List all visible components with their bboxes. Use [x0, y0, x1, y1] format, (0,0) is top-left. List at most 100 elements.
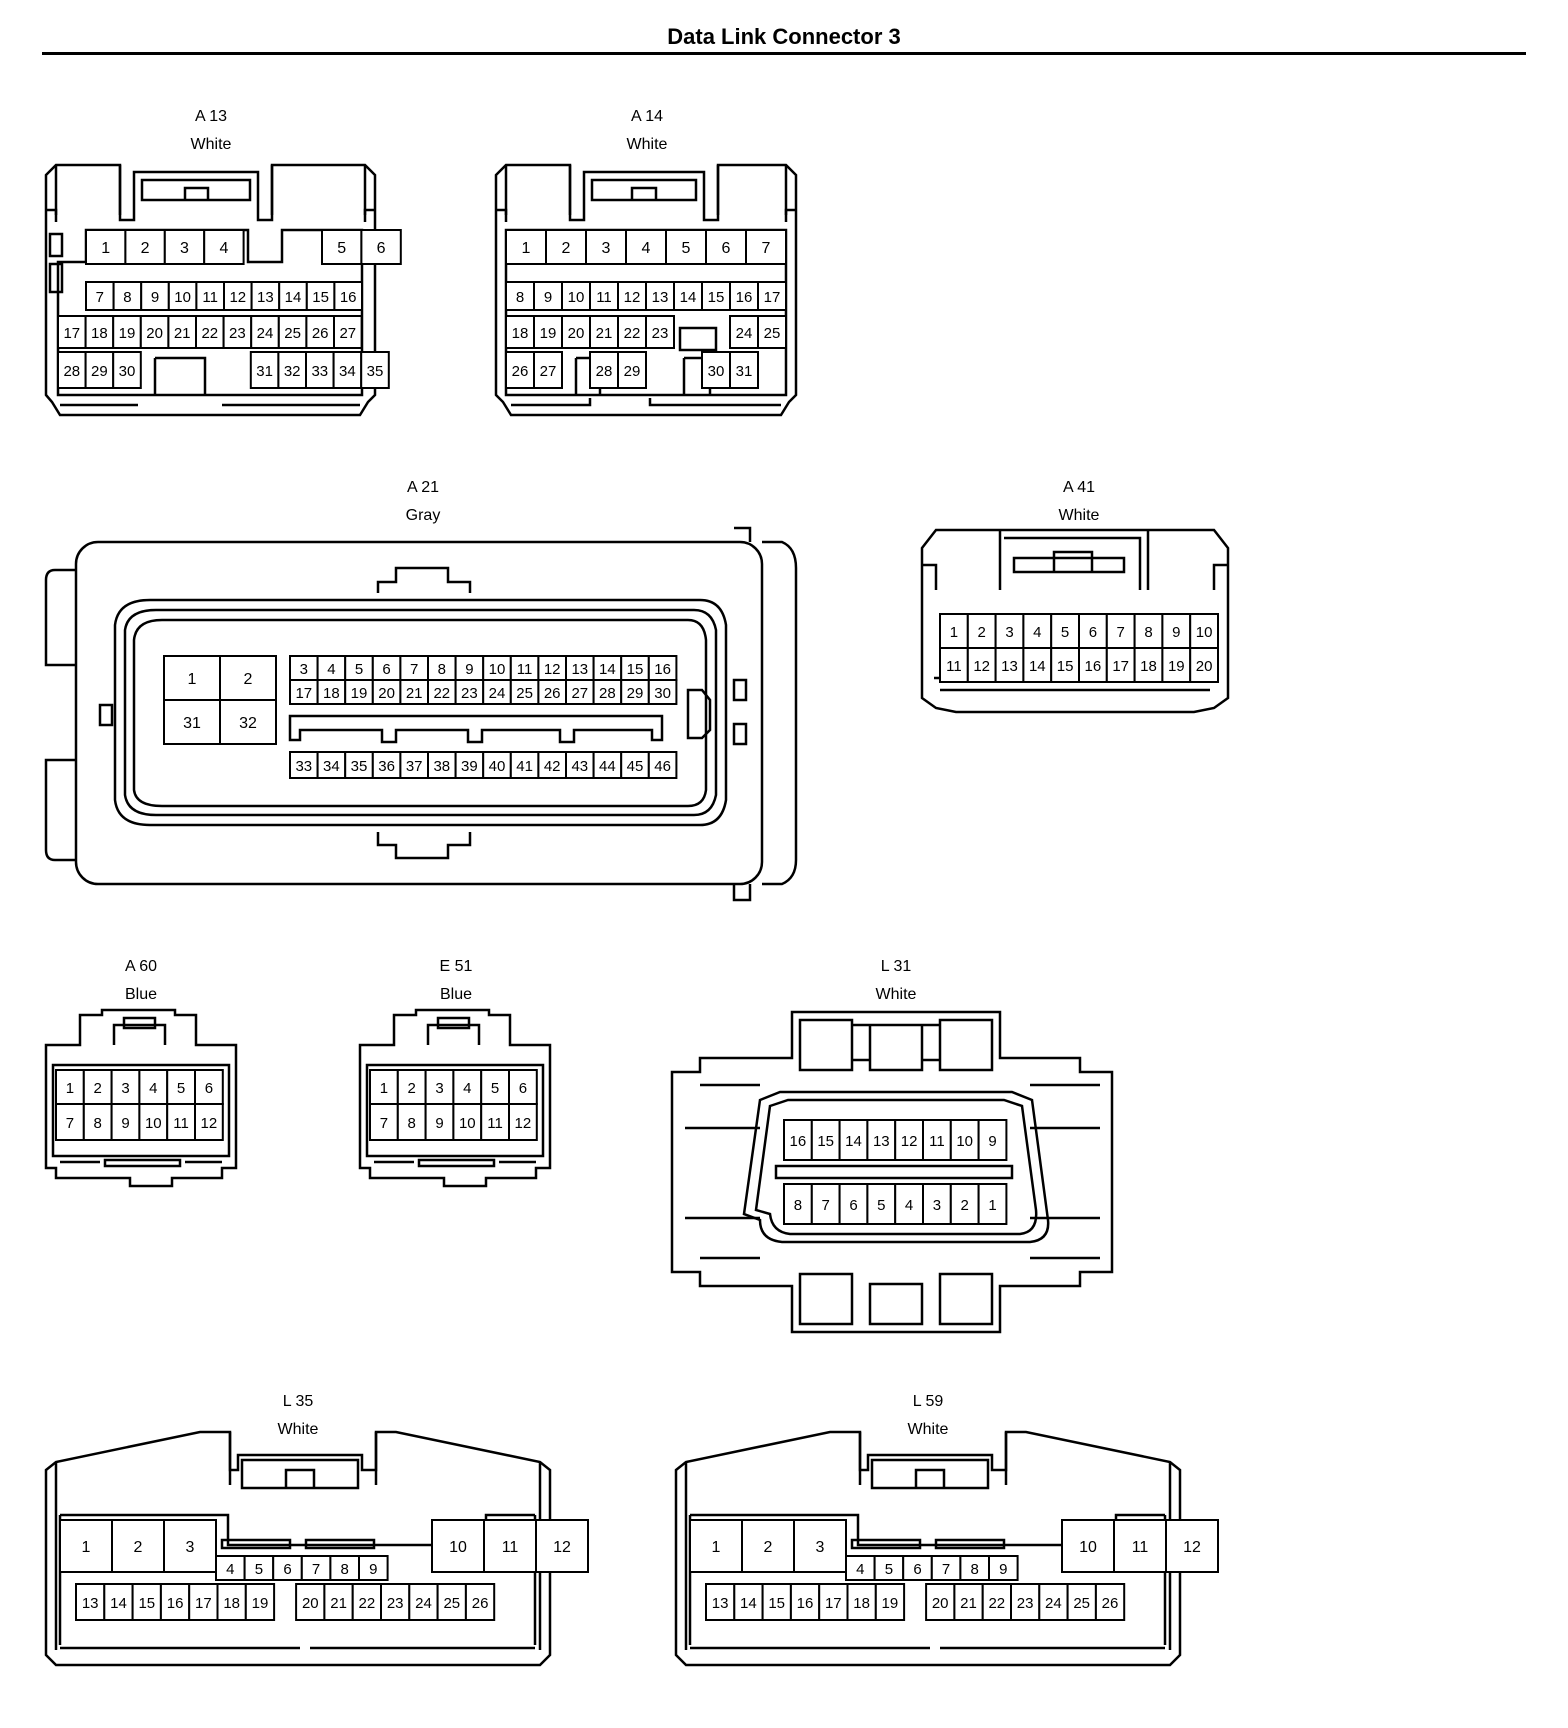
pin-cell — [139, 315, 170, 349]
pin-number: 17 — [1112, 658, 1129, 675]
pin-number: 29 — [624, 363, 641, 380]
pin-number: 18 — [853, 1595, 870, 1612]
pin-number: 18 — [223, 1595, 240, 1612]
pin-cell — [647, 655, 678, 681]
pin-number: 17 — [195, 1595, 212, 1612]
pin-cell — [537, 751, 568, 779]
pin-number: 21 — [174, 325, 191, 342]
connector-l31-body — [670, 1010, 1114, 1334]
l31-code: L 31 — [881, 958, 912, 975]
pin-number: 10 — [145, 1115, 162, 1132]
pin-number: 4 — [642, 240, 651, 257]
pin-number: 45 — [627, 758, 644, 775]
pin-number: 2 — [244, 671, 253, 688]
pin-cell — [321, 229, 363, 265]
pin-number: 25 — [516, 685, 533, 702]
pin-number: 13 — [1001, 658, 1018, 675]
pin-number: 30 — [708, 363, 725, 380]
pin-cell — [1105, 647, 1136, 683]
pin-cell — [124, 229, 166, 265]
pin-number: 3 — [933, 1197, 941, 1214]
pin-cell — [112, 351, 142, 389]
pin-cell — [729, 351, 759, 389]
pin-number: 8 — [94, 1115, 102, 1132]
pin-number: 7 — [312, 1561, 320, 1578]
pin-number: 43 — [571, 758, 588, 775]
pin-number: 5 — [255, 1561, 263, 1578]
pin-number: 5 — [491, 1080, 499, 1097]
pin-number: 15 — [138, 1595, 155, 1612]
a21-color: Gray — [406, 507, 441, 524]
pin-cell — [344, 751, 374, 779]
pin-number: 7 — [762, 240, 771, 257]
pin-cell — [332, 351, 363, 389]
connector-labels: A 13 White A 14 White A 21 Gray A 41 Whi… — [125, 108, 1100, 1438]
pin-number: 25 — [443, 1595, 460, 1612]
pin-cell — [977, 1119, 1008, 1161]
pin-number: 15 — [312, 289, 329, 306]
l59-code: L 59 — [913, 1393, 944, 1410]
pin-cell — [757, 281, 787, 311]
pin-number: 21 — [960, 1595, 977, 1612]
pin-cell — [454, 751, 485, 779]
pin-number: 16 — [340, 289, 357, 306]
pin-cell — [399, 751, 429, 779]
pin-number: 2 — [141, 240, 150, 257]
pin-number: 8 — [408, 1115, 416, 1132]
pin-number: 15 — [708, 289, 725, 306]
pin-cell — [585, 229, 627, 265]
pin-cell — [508, 1103, 538, 1141]
connector-a21-body — [44, 526, 798, 902]
pin-number: 21 — [406, 685, 423, 702]
pin-number: 1 — [82, 1539, 91, 1556]
pin-cell — [159, 1583, 191, 1621]
pin-number: 5 — [355, 661, 363, 678]
pin-cell — [329, 1555, 360, 1581]
pin-number: 8 — [1144, 624, 1152, 641]
pin-number: 34 — [323, 758, 340, 775]
pin-number: 17 — [764, 289, 781, 306]
pin-cell — [163, 655, 221, 701]
pin-number: 1 — [522, 240, 531, 257]
pin-number: 16 — [736, 289, 753, 306]
pin-cell — [59, 1519, 113, 1573]
pin-number: 16 — [167, 1595, 184, 1612]
pin-number: 15 — [627, 661, 644, 678]
pin-cell — [1022, 647, 1053, 683]
e51-color: Blue — [440, 986, 472, 1003]
pin-cell — [360, 351, 390, 389]
pin-number: 28 — [63, 363, 80, 380]
pin-number: 12 — [553, 1539, 571, 1556]
pin-number: 32 — [284, 363, 301, 380]
pin-number: 8 — [794, 1197, 802, 1214]
pin-cell — [874, 1583, 906, 1621]
pin-number: 23 — [461, 685, 478, 702]
pin-cell — [216, 1583, 247, 1621]
pin-number: 32 — [239, 715, 257, 732]
pin-number: 22 — [201, 325, 218, 342]
pin-cell — [289, 751, 319, 779]
pin-cell — [482, 679, 512, 705]
pin-number: 14 — [599, 661, 616, 678]
pin-number: 14 — [285, 289, 302, 306]
pin-number: 10 — [1196, 624, 1213, 641]
pin-cell — [783, 1119, 813, 1161]
pin-number: 19 — [540, 325, 557, 342]
pin-number: 7 — [822, 1197, 830, 1214]
pin-cell — [272, 1555, 303, 1581]
pin-number: 16 — [790, 1133, 807, 1150]
pin-cell — [922, 1183, 952, 1225]
page-title: Data Link Connector 3 — [667, 24, 901, 49]
pin-number: 1 — [188, 671, 197, 688]
pin-number: 9 — [465, 661, 473, 678]
pin-cell — [244, 1583, 276, 1621]
pin-number: 12 — [973, 658, 990, 675]
pin-number: 31 — [183, 715, 201, 732]
pin-number: 36 — [378, 758, 395, 775]
pin-number: 26 — [1102, 1595, 1119, 1612]
pin-cell — [1161, 647, 1192, 683]
pin-cell — [427, 679, 457, 705]
pin-cell — [277, 315, 308, 349]
pin-number: 8 — [438, 661, 446, 678]
pin-number: 29 — [627, 685, 644, 702]
